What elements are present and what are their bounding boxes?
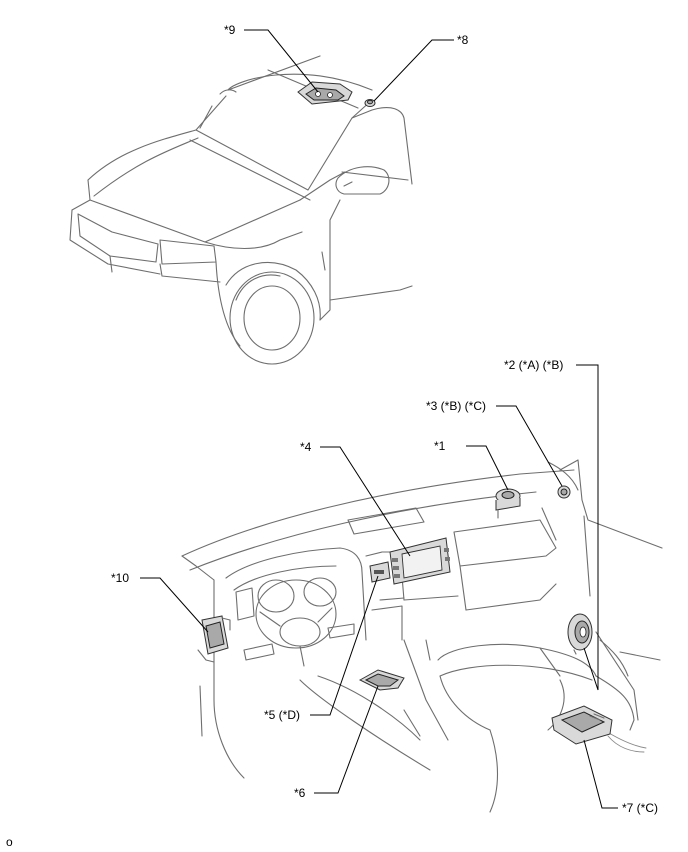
callout-10: *10: [111, 571, 129, 585]
tweeter-part: [557, 485, 571, 499]
callout-4: *4: [300, 440, 312, 454]
callout-2: *2 (*A) (*B): [504, 358, 563, 372]
callout-1: *1: [434, 439, 446, 453]
roof-antenna-part: [364, 99, 376, 107]
callout-7: *7 (*C): [622, 801, 658, 815]
vehicle-interior-illustration: [181, 459, 663, 813]
callout-9: *9: [224, 23, 236, 37]
vehicle-exterior-illustration: [69, 55, 413, 365]
left-pillar-module-part: [197, 615, 231, 663]
footer-mark: o: [6, 835, 13, 849]
aux-usb-adapter-part: [369, 561, 391, 583]
callout-5: *5 (*D): [264, 708, 300, 722]
leader-lines: [140, 29, 618, 809]
center-speaker-part: [495, 488, 521, 519]
callout-3: *3 (*B) (*C): [426, 399, 486, 413]
control-module-part: [358, 669, 405, 691]
radio-receiver-part: [389, 537, 451, 585]
callout-6: *6: [294, 786, 306, 800]
stereo-amplifier-part: [551, 705, 613, 745]
overhead-console-part: [297, 81, 353, 105]
callout-8: *8: [457, 33, 469, 47]
door-speaker-part: [567, 613, 593, 655]
